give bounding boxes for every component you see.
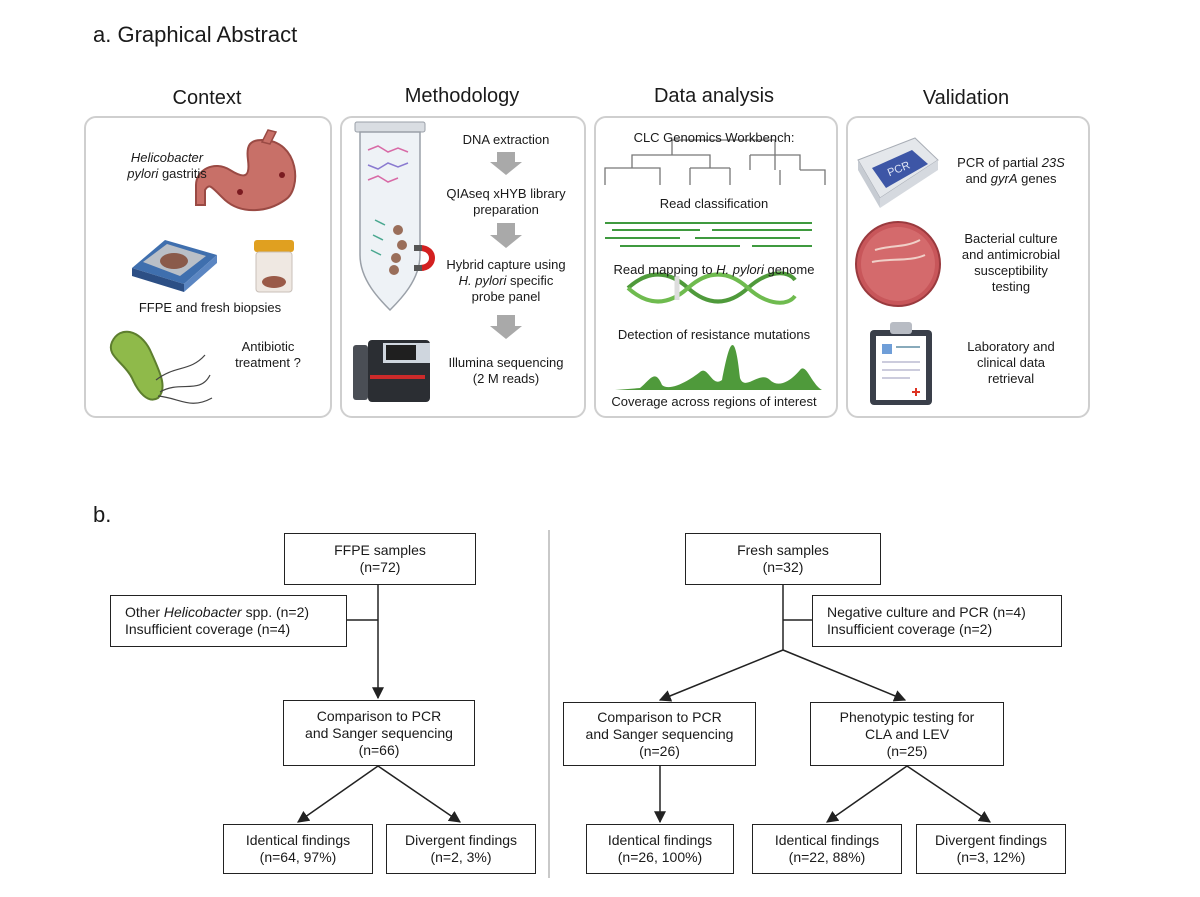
fresh-phenotypic-identical-box: Identical findings(n=22, 88%) <box>752 824 902 874</box>
panel-header-context: Context <box>172 87 242 109</box>
context-label-helicobacter: Helicobacter <box>130 150 204 165</box>
phylogenetic-tree-icon <box>604 139 826 185</box>
method-label-library: QIAseq xHYB library <box>446 186 566 201</box>
validation-label-clinical: clinical data <box>977 355 1045 370</box>
biopsy-container-icon <box>254 240 294 293</box>
method-label-dna-extraction: DNA extraction <box>462 132 550 147</box>
context-label-treatment: treatment ? <box>235 355 301 370</box>
context-label-biopsies: FFPE and fresh biopsies <box>138 300 282 315</box>
panel-header-methodology: Methodology <box>404 85 520 107</box>
analysis-label-workbench: CLC Genomics Workbench: <box>633 130 795 145</box>
method-label-illumina: Illumina sequencing <box>448 355 564 370</box>
method-label-preparation: preparation <box>473 202 539 217</box>
context-label-gastritis: pylori gastritis <box>127 166 207 181</box>
panel-header-validation: Validation <box>922 87 1010 109</box>
workflow-arrow-icon <box>490 152 522 339</box>
fresh-comparison-identical-box: Identical findings(n=26, 100%) <box>586 824 734 874</box>
clipboard-icon <box>870 322 932 405</box>
ffpe-divergent-box: Divergent findings(n=2, 3%) <box>386 824 536 874</box>
magnet-icon <box>414 245 435 271</box>
validation-label-susceptibility: susceptibility <box>974 263 1048 278</box>
ffpe-samples-box: FFPE samples(n=72) <box>284 533 476 585</box>
sequencer-icon <box>353 340 430 402</box>
validation-label-culture: Bacterial culture <box>964 231 1058 246</box>
data-analysis-panel <box>594 116 838 418</box>
fresh-samples-box: Fresh samples(n=32) <box>685 533 881 585</box>
method-label-probe-panel: probe panel <box>471 289 541 304</box>
pcr-machine-icon: PCR <box>857 137 939 208</box>
validation-label-testing: testing <box>991 279 1031 294</box>
test-tube-icon <box>354 121 426 312</box>
fresh-exclusion-box: Negative culture and PCR (n=4)Insufficie… <box>812 595 1062 647</box>
graphical-abstract-title: a. Graphical Abstract <box>93 22 298 47</box>
dna-helix-icon <box>626 271 797 305</box>
validation-label-genes: and gyrA genes <box>965 171 1057 186</box>
petri-dish-icon <box>855 221 941 307</box>
method-label-specific: H. pylori specific <box>458 273 554 288</box>
context-label-antibiotic: Antibiotic <box>241 339 295 354</box>
validation-label-laboratory: Laboratory and <box>967 339 1055 354</box>
method-label-hybrid-capture: Hybrid capture using <box>446 257 566 272</box>
panel-header-data-analysis: Data analysis <box>653 85 775 107</box>
bacterium-icon <box>109 330 213 404</box>
analysis-label-resistance: Detection of resistance mutations <box>617 327 811 342</box>
validation-label-pcr: PCR of partial 23S <box>957 155 1065 170</box>
analysis-label-classification: Read classification <box>659 196 769 211</box>
flowchart-label: b. <box>93 502 112 527</box>
coverage-plot-icon <box>615 344 822 390</box>
stomach-icon <box>195 129 297 212</box>
ffpe-block-icon <box>132 240 217 292</box>
analysis-label-coverage: Coverage across regions of interest <box>611 394 817 409</box>
method-label-reads: (2 M reads) <box>472 371 540 386</box>
ffpe-exclusion-box: Other Helicobacter spp. (n=2) Insufficie… <box>110 595 347 647</box>
ffpe-identical-box: Identical findings(n=64, 97%) <box>223 824 373 874</box>
validation-label-retrieval: retrieval <box>987 371 1035 386</box>
sequence-reads-icon <box>605 222 812 247</box>
fresh-phenotypic-divergent-box: Divergent findings(n=3, 12%) <box>916 824 1066 874</box>
validation-label-antimicrobial: and antimicrobial <box>961 247 1061 262</box>
analysis-label-mapping: Read mapping to H. pylori genome <box>613 262 815 277</box>
